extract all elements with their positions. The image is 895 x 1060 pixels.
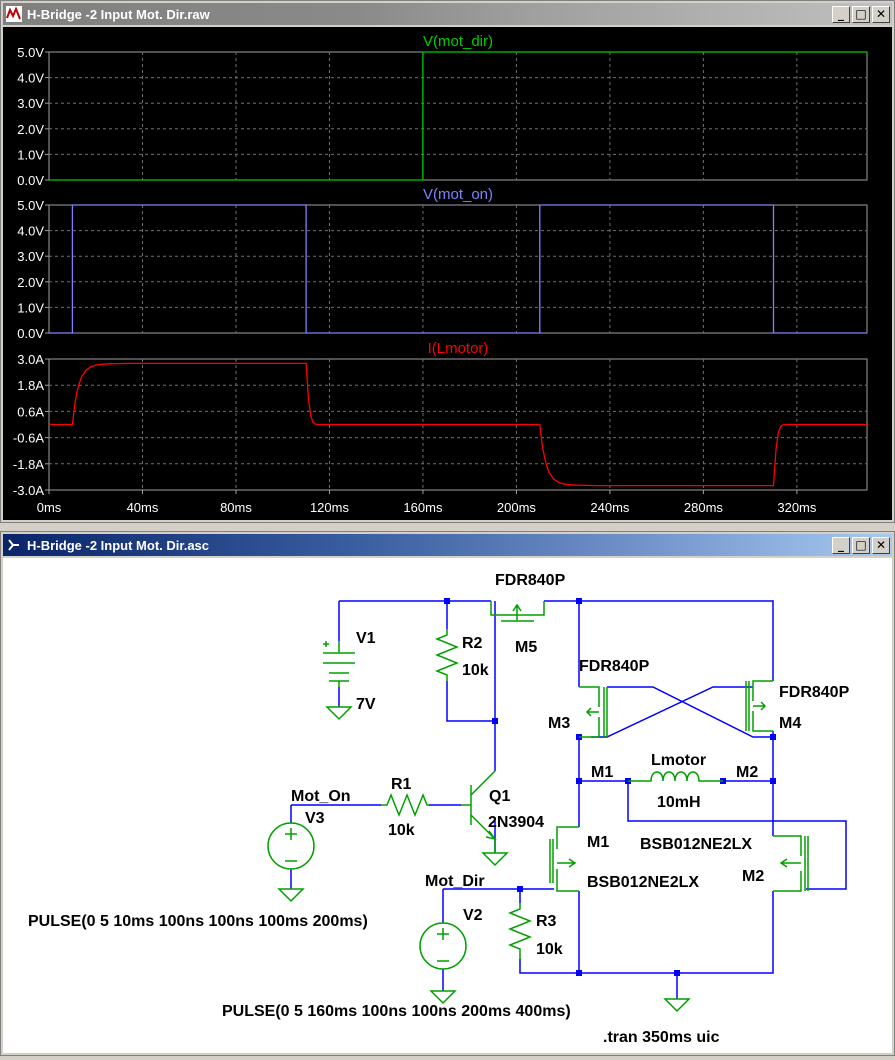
q1-label: Q1 [489,788,510,805]
m1-label: M1 [587,834,609,851]
y-tick-label: 5.0V [17,45,44,60]
v1-value-label: 7V [356,696,376,713]
y-tick-label: 1.0V [17,300,44,315]
waveform-plot-area[interactable]: V(mot_dir) 5.0V 4.0V 3.0V 2.0V 1.0V 0.0V V(mot_… [3,27,892,520]
m3-label: M3 [548,715,570,732]
plot-frame [48,51,868,181]
m5-model-label: FDR840P [495,572,566,589]
m3-model-label: FDR840P [579,658,650,675]
v2-label: V2 [463,907,483,924]
y-tick-label: -3.0A [13,483,44,498]
close-button[interactable]: ✕ [872,536,890,554]
y-tick-label: 1.8A [17,378,44,393]
plot-frame [48,204,868,334]
lmotor-label: Lmotor [651,752,706,769]
m2-model-label: BSB012NE2LX [640,836,752,853]
v1-label: V1 [356,630,376,647]
y-tick-label: -0.6A [13,431,44,446]
r2-label: R2 [462,635,483,652]
waveform-window: H-Bridge -2 Input Mot. Dir.raw _ □ ✕ V(m… [0,0,895,523]
x-tick-label: 40ms [127,500,159,515]
m5-label: M5 [515,639,537,656]
x-tick-label: 120ms [310,500,350,515]
schematic-titlebar[interactable]: H-Bridge -2 Input Mot. Dir.asc _ □ ✕ [3,534,892,556]
waveform-plots[interactable]: V(mot_dir) 5.0V 4.0V 3.0V 2.0V 1.0V 0.0V V(mot_… [3,27,892,520]
maximize-button[interactable]: □ [852,5,870,23]
series-line [49,204,867,334]
y-tick-label: 5.0V [17,198,44,213]
waveform-titlebar[interactable]: H-Bridge -2 Input Mot. Dir.raw _ □ ✕ [3,3,892,25]
v3-label: V3 [305,810,325,827]
m4-label: M4 [779,715,801,732]
x-tick-label: 80ms [220,500,252,515]
schematic-window-title: H-Bridge -2 Input Mot. Dir.asc [27,537,210,553]
net-mot-dir-label: Mot_Dir [425,873,485,890]
schematic-window: H-Bridge -2 Input Mot. Dir.asc _ □ ✕ [0,531,895,1056]
r2-value-label: 10k [462,662,489,679]
minimize-button[interactable]: _ [832,536,850,554]
y-tick-label: 3.0A [17,352,44,367]
x-tick-label: 320ms [777,500,817,515]
components [267,601,809,1013]
y-tick-label: 2.0V [17,122,44,137]
r1-value-label: 10k [388,822,415,839]
m4-model-label: FDR840P [779,684,850,701]
lmotor-value-label: 10mH [657,794,701,811]
plot-title: V(mot_dir) [423,33,493,50]
wires [290,600,847,999]
r1-label: R1 [391,776,412,793]
schematic-drawing[interactable]: FDR840P V1 7V R2 10k M5 FDR840P FDR840P … [3,558,892,1055]
r3-value-label: 10k [536,941,563,958]
y-tick-label: 3.0V [17,96,44,111]
v2-source-spec: PULSE(0 5 160ms 100ns 100ns 200ms 400ms) [222,1003,571,1020]
plot-title: V(mot_on) [423,186,493,203]
waveform-window-title: H-Bridge -2 Input Mot. Dir.raw [27,6,210,22]
y-tick-label: 4.0V [17,224,44,239]
waveform-app-icon[interactable] [5,5,23,23]
x-tick-label: 0ms [37,500,62,515]
series-line [49,362,867,487]
x-tick-label: 200ms [497,500,537,515]
y-tick-label: -1.8A [13,457,44,472]
v3-source-spec: PULSE(0 5 10ms 100ns 100ns 100ms 200ms) [28,913,368,930]
net-m2-label: M2 [736,764,758,781]
close-button[interactable]: ✕ [872,5,890,23]
y-tick-label: 1.0V [17,147,44,162]
plot-title: I(Lmotor) [428,340,489,357]
net-mot-on-label: Mot_On [291,788,351,805]
r3-label: R3 [536,913,557,930]
tran-directive: .tran 350ms uic [603,1029,720,1046]
x-tick-label: 280ms [684,500,724,515]
y-tick-label: 2.0V [17,275,44,290]
minimize-button[interactable]: _ [832,5,850,23]
x-tick-label: 240ms [590,500,630,515]
junctions [444,598,776,976]
schematic-canvas[interactable]: FDR840P V1 7V R2 10k M5 FDR840P FDR840P … [3,558,892,1053]
m2-label: M2 [742,868,764,885]
m1-model-label: BSB012NE2LX [587,874,699,891]
q1-model-label: 2N3904 [488,814,544,831]
schematic-labels: FDR840P V1 7V R2 10k M5 FDR840P FDR840P … [28,572,850,1046]
y-tick-label: 3.0V [17,249,44,264]
net-m1-label: M1 [591,764,613,781]
maximize-button[interactable]: □ [852,536,870,554]
series-line [49,51,867,181]
y-tick-label: 4.0V [17,71,44,86]
x-tick-label: 160ms [403,500,443,515]
y-tick-label: 0.0V [17,326,44,341]
schematic-app-icon[interactable] [5,536,23,554]
y-tick-label: 0.6A [17,404,44,419]
y-tick-label: 0.0V [17,173,44,188]
